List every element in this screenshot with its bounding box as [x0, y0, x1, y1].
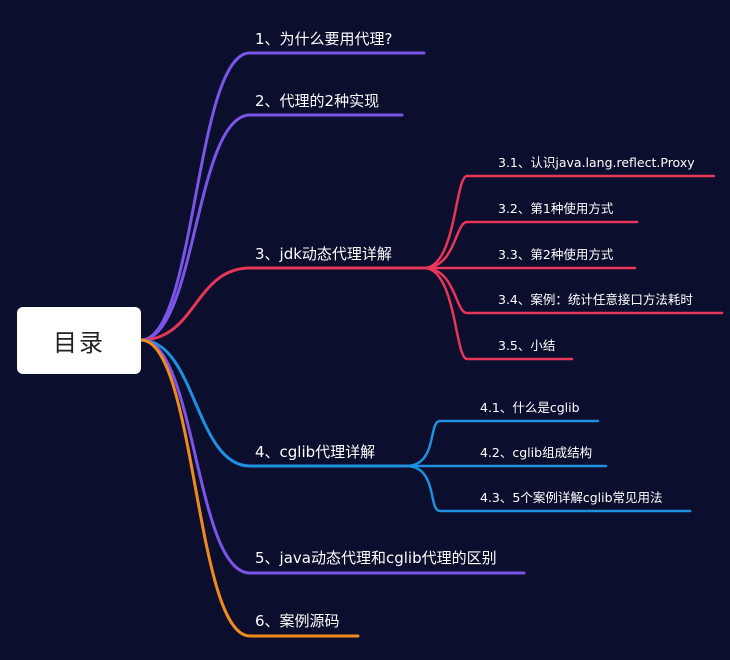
subnode-connector-3-4 — [422, 266, 724, 315]
branch-connector-4 — [139, 338, 408, 468]
branch-connector-3 — [139, 266, 426, 342]
subnode-connector-3-1 — [422, 174, 716, 270]
mindmap-edges — [139, 51, 724, 638]
subnode-3-5-label[interactable]: 3.5、小结 — [498, 338, 556, 353]
root-node-label: 目录 — [53, 329, 105, 357]
subnode-3-3-label[interactable]: 3.3、第2种使用方式 — [498, 247, 614, 262]
subnode-3-2-label[interactable]: 3.2、第1种使用方式 — [498, 201, 614, 216]
subnode-3-1-label[interactable]: 3.1、认识java.lang.reflect.Proxy — [498, 155, 695, 170]
branch-connector-1 — [139, 51, 426, 342]
branch-connector-6 — [139, 338, 360, 638]
subnode-3-4-label[interactable]: 3.4、案例：统计任意接口方法耗时 — [498, 292, 693, 307]
branch-node-4-label[interactable]: 4、cglib代理详解 — [255, 443, 376, 461]
root-node[interactable]: 目录 — [17, 307, 141, 374]
branch-connector-2 — [139, 113, 404, 342]
branch-node-3-label[interactable]: 3、jdk动态代理详解 — [255, 245, 392, 263]
branch-connector-5 — [139, 338, 526, 575]
subnode-connector-3-5 — [422, 266, 574, 361]
subnode-4-3-label[interactable]: 4.3、5个案例详解cglib常见用法 — [480, 490, 663, 505]
subnode-connector-4-3 — [404, 464, 692, 513]
subnode-4-1-label[interactable]: 4.1、什么是cglib — [480, 400, 580, 415]
subnode-connector-4-1 — [404, 419, 600, 468]
subnode-4-2-label[interactable]: 4.2、cglib组成结构 — [480, 445, 593, 460]
branch-node-5-label[interactable]: 5、java动态代理和cglib代理的区别 — [255, 549, 497, 567]
branch-node-1-label[interactable]: 1、为什么要用代理? — [255, 30, 393, 48]
subnode-connector-3-2 — [422, 220, 639, 270]
branch-node-6-label[interactable]: 6、案例源码 — [255, 612, 340, 630]
branch-node-2-label[interactable]: 2、代理的2种实现 — [255, 92, 380, 110]
